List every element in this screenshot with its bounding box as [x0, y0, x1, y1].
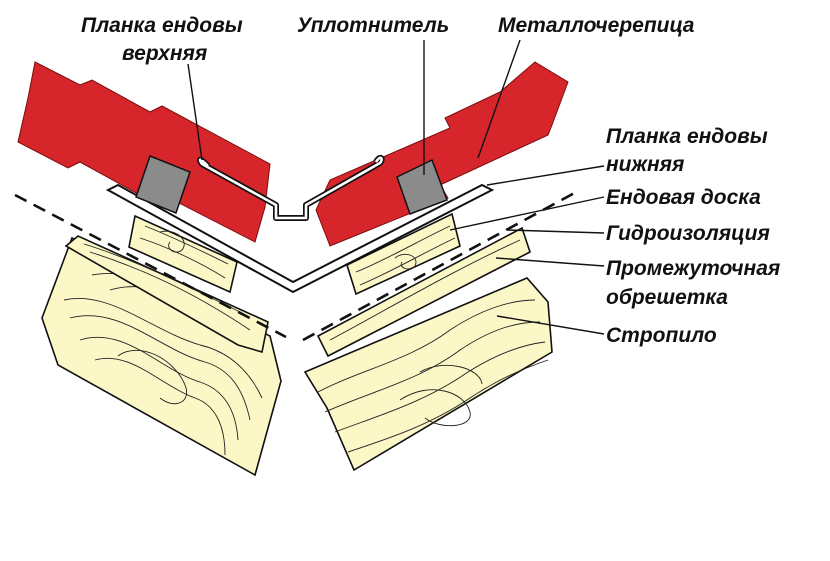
leader-lines [187, 39, 605, 335]
lower-valley-plank [105, 183, 495, 294]
left-metal-tile [17, 61, 271, 243]
left-rafter [41, 236, 282, 477]
right-waterproofing [302, 188, 581, 342]
label-top-plank-line2: верхняя [122, 42, 207, 65]
right-batten [316, 226, 531, 358]
label-rafter: Стропило [606, 324, 717, 347]
leader-top-plank [187, 63, 203, 161]
label-bottom-plank-line1: Планка ендовы [606, 125, 768, 148]
right-valley-board [346, 212, 461, 296]
leader-waterproofing [507, 229, 605, 234]
left-batten [64, 235, 269, 354]
leader-bottom-plank [486, 165, 605, 186]
left-seal [135, 155, 191, 214]
leader-metal-tile [477, 39, 521, 159]
right-seal [396, 158, 448, 215]
label-metal-tile: Металлочерепица [498, 14, 695, 37]
label-batten-line2: обрешетка [606, 286, 728, 309]
leader-valley-board [449, 196, 605, 231]
leader-batten [495, 257, 605, 267]
left-waterproofing [14, 193, 287, 339]
labels: Планка ендовы верхняя Уплотнитель Металл… [81, 14, 780, 347]
left-valley-board [128, 214, 238, 294]
right-metal-tile [315, 61, 569, 247]
label-top-plank-line1: Планка ендовы [81, 14, 243, 37]
label-waterproofing: Гидроизоляция [606, 222, 770, 245]
label-valley-board: Ендовая доска [606, 186, 761, 209]
label-batten-line1: Промежуточная [606, 257, 780, 280]
leader-rafter [496, 315, 605, 335]
right-rafter [303, 277, 553, 472]
label-bottom-plank-line2: нижняя [606, 153, 684, 176]
label-seal: Уплотнитель [297, 14, 449, 37]
